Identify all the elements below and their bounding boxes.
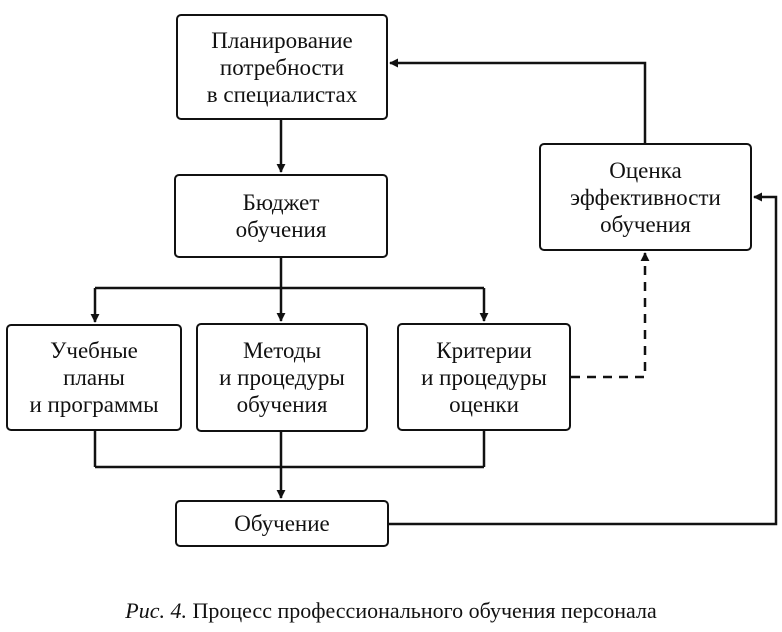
node-evaluation-criteria: Критерии и процедуры оценки (397, 323, 571, 431)
node-training-methods: Методы и процедуры обучения (196, 323, 368, 432)
figure-caption-text: Процесс профессионального обучения персо… (186, 598, 657, 623)
node-training: Обучение (175, 500, 389, 547)
edge-evaluation-to-planning (389, 58, 647, 143)
node-curricula-programs: Учебные планы и программы (6, 324, 182, 431)
node-planning-needs: Планирование потребности в специалистах (176, 14, 388, 120)
edge-criteria-to-evaluation-dashed (571, 252, 650, 379)
figure-caption-label: Рис. 4. (125, 598, 187, 623)
edge-training-to-evaluation (389, 192, 778, 526)
figure-caption: Рис. 4. Процесс профессионального обучен… (0, 598, 782, 624)
node-effectiveness-evaluation: Оценка эффективности обучения (539, 143, 752, 251)
node-training-budget: Бюджет обучения (174, 174, 388, 258)
